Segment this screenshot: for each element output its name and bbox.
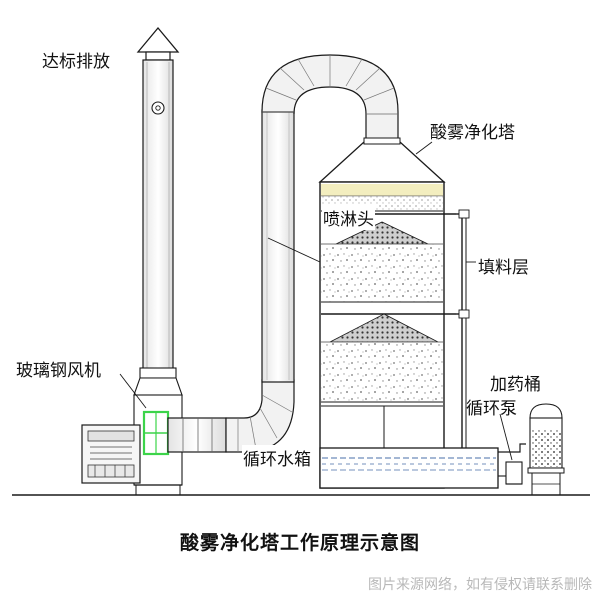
dosing-tank <box>527 403 565 495</box>
label-water-tank: 循环水箱 <box>242 445 312 470</box>
air-duct <box>167 54 399 453</box>
watermark: 图片来源网络，如有侵权请联系删除 <box>368 577 592 593</box>
leader-duct <box>267 237 321 263</box>
lower-packing <box>321 342 443 402</box>
leader-tower <box>415 141 433 155</box>
label-spray-head: 喷淋头 <box>322 205 375 230</box>
label-packing-layer: 填料层 <box>478 258 529 278</box>
circulation-piping <box>456 209 526 485</box>
figure-caption: 酸雾净化塔工作原理示意图 <box>179 532 420 554</box>
label-tower: 酸雾净化塔 <box>430 123 515 143</box>
upper-packing <box>321 244 443 302</box>
fiberglass-fan <box>81 410 170 484</box>
label-pump: 循环泵 <box>466 399 517 419</box>
sample-port-icon <box>151 101 165 115</box>
acid-mist-tower <box>318 137 456 489</box>
label-fan: 玻璃钢风机 <box>16 361 101 381</box>
label-dosing-tank: 加药桶 <box>490 375 541 395</box>
leader-fan <box>119 373 147 409</box>
label-discharge: 达标排放 <box>42 52 110 72</box>
circulating-water-tank <box>319 447 499 489</box>
leader-pump <box>499 413 513 461</box>
demister-band <box>321 184 443 196</box>
pump-body <box>505 461 523 485</box>
